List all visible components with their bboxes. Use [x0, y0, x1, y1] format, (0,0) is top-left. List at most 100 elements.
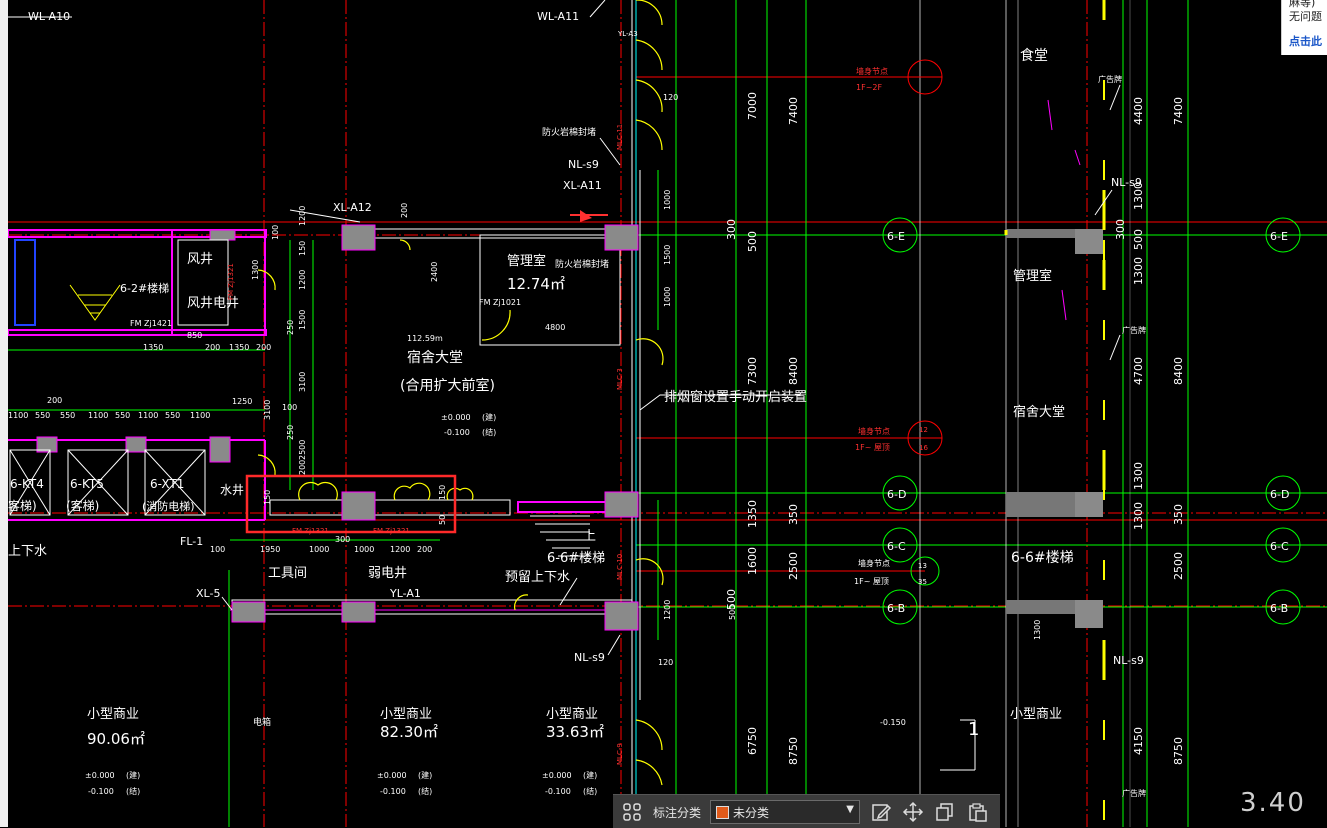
axis-label-nl-s9-d: NL-s9	[1113, 654, 1144, 667]
notification-popup: 麻等) 无问题 点击此	[1281, 0, 1327, 55]
fm-label-e: FM Zj1321	[373, 527, 410, 535]
fm-label-d: FM Zj1321	[292, 527, 329, 535]
dim-1000-b: 1000	[663, 287, 672, 307]
room-stair-66-right: 6-6#楼梯	[1011, 550, 1074, 566]
dim-3100-b: 3100	[263, 400, 272, 420]
annotation-category-select[interactable]: 未分类 ▼	[710, 800, 860, 824]
axis-label-yl-a1: YL-A1	[389, 587, 421, 600]
elev-b2-b: (结)	[126, 786, 140, 796]
dim-1300-c: 1300	[1132, 462, 1145, 490]
dim-1350-c: 1350	[229, 343, 249, 352]
dim-4400: 4400	[1132, 97, 1145, 125]
axis-label-xl-a11: XL-A11	[563, 179, 602, 192]
dim-1300-a: 1300	[1132, 182, 1145, 210]
dim-1100-c: 1100	[138, 411, 158, 420]
room-ruodian: 弱电井	[368, 566, 407, 581]
dim-300-right: 300	[1114, 219, 1127, 240]
dim-100-b: 100	[210, 545, 225, 554]
dim-8750-right: 8750	[1172, 737, 1185, 765]
fm-label-b: FM Zj1421	[130, 319, 172, 328]
edit-icon[interactable]	[870, 801, 892, 823]
fm-label-c: FM Zj1021	[479, 298, 521, 307]
dim-1950: 1950	[260, 545, 280, 554]
dim-550-d: 550	[165, 411, 180, 420]
dim-2500-right: 2500	[1172, 552, 1185, 580]
dim-2500: 2500	[787, 552, 800, 580]
dim-8400-right: 8400	[1172, 357, 1185, 385]
dim-200-d: 200	[417, 545, 432, 554]
room-gongju: 工具间	[268, 566, 307, 581]
popup-line-1: 麻等)	[1289, 0, 1316, 9]
grid-bubble-6e-right: 6-E	[1270, 230, 1288, 243]
dim-1350-b: 1350	[143, 343, 163, 352]
copy-icon[interactable]	[934, 801, 956, 823]
note-16: 16	[919, 444, 928, 452]
dim-7400: 7400	[787, 97, 800, 125]
dim-1000-e: 1000	[354, 545, 374, 554]
axis-label-yl-a3: YL-A3	[617, 30, 638, 38]
annotation-toolbar: 标注分类 未分类 ▼	[613, 794, 1000, 828]
elev-a: ±0.000	[441, 413, 471, 422]
room-shop1-area: 90.06㎡	[87, 730, 145, 748]
dim-250-b: 250	[286, 425, 295, 440]
mlc-label-c: MLC-10	[616, 554, 624, 580]
popup-link[interactable]: 点击此	[1289, 35, 1322, 48]
dim-1000-d: 1000	[309, 545, 329, 554]
room-shop2-area: 82.30㎡	[380, 723, 438, 741]
dim-6750: 6750	[746, 727, 759, 755]
axis-label-nl-s9-b: NL-s9	[574, 651, 605, 664]
room-fengjing-dian: 风井电井	[187, 296, 239, 311]
axis-label-fl-1: FL-1	[180, 535, 203, 548]
grid-icon[interactable]	[621, 801, 643, 823]
annotation-category-label: 标注分类	[653, 806, 702, 820]
dim-200-c: 200	[47, 396, 62, 405]
note-35: 35	[918, 578, 927, 586]
note-ad-a: 广告牌	[1098, 74, 1122, 84]
note-paiyan: 排烟窗设置手动开启装置	[664, 389, 807, 405]
elevation-marker-text: 3.40	[1240, 788, 1306, 818]
dim-2400: 2400	[430, 262, 439, 282]
popup-line-2: 无问题	[1289, 10, 1322, 23]
dim-350: 350	[787, 504, 800, 525]
dim-1600: 1600	[746, 547, 759, 575]
cad-geometry	[8, 0, 1327, 827]
room-shop2: 小型商业	[380, 707, 432, 722]
elev-a2-b: (结)	[482, 427, 496, 437]
dim-200-a: 200	[400, 203, 409, 218]
dim-1300-f: 1300	[1033, 620, 1042, 640]
dim-200-b: 200	[298, 460, 307, 475]
elev-d2: -0.100	[545, 787, 571, 796]
cad-drawing-canvas[interactable]: WL-A10 WL-A11 XL-A12 NL-s9 XL-A11 XL-5 Y…	[8, 0, 1327, 827]
room-sushe-sub: (合用扩大前室)	[400, 377, 495, 394]
dim-4150: 4150	[1132, 727, 1145, 755]
dim-1200-a: 1200	[298, 270, 307, 290]
room-guanli-area: 12.74㎡	[507, 275, 565, 293]
move-icon[interactable]	[902, 801, 924, 823]
dim-150-c: 150	[438, 485, 447, 500]
axis-label-wl-a11: WL-A11	[537, 10, 579, 23]
jiedian-b: 墙身节点	[858, 426, 890, 436]
elev-d: ±0.000	[542, 771, 572, 780]
dim-550-c: 550	[115, 411, 130, 420]
elevator-xt1: 6-XT1	[150, 477, 184, 491]
elev-b: ±0.000	[85, 771, 115, 780]
jiedian-a: 墙身节点	[856, 66, 888, 76]
dim-2500-c: 2500	[298, 440, 307, 460]
dim-550-a: 550	[35, 411, 50, 420]
dim-7400-right: 7400	[1172, 97, 1185, 125]
note-13: 13	[918, 562, 927, 570]
dim-200-f: 200	[256, 343, 271, 352]
category-color-swatch	[716, 806, 729, 819]
room-guanli-right: 管理室	[1013, 268, 1052, 284]
dim-850: 850	[187, 331, 202, 340]
axis-label-xl-5: XL-5	[196, 587, 220, 600]
dim-120-a: 120	[663, 93, 678, 102]
room-fengjing: 风井	[187, 252, 213, 267]
dim-3100: 3100	[298, 372, 307, 392]
jiedian-c2: 1F~ 屋顶	[854, 577, 889, 586]
note-dianxiang: 电箱	[253, 716, 271, 728]
paste-icon[interactable]	[967, 801, 989, 823]
dim-500-d: 500	[728, 605, 737, 620]
dim-1300-d: 1300	[1132, 502, 1145, 530]
dim-1300-b: 1300	[1132, 257, 1145, 285]
